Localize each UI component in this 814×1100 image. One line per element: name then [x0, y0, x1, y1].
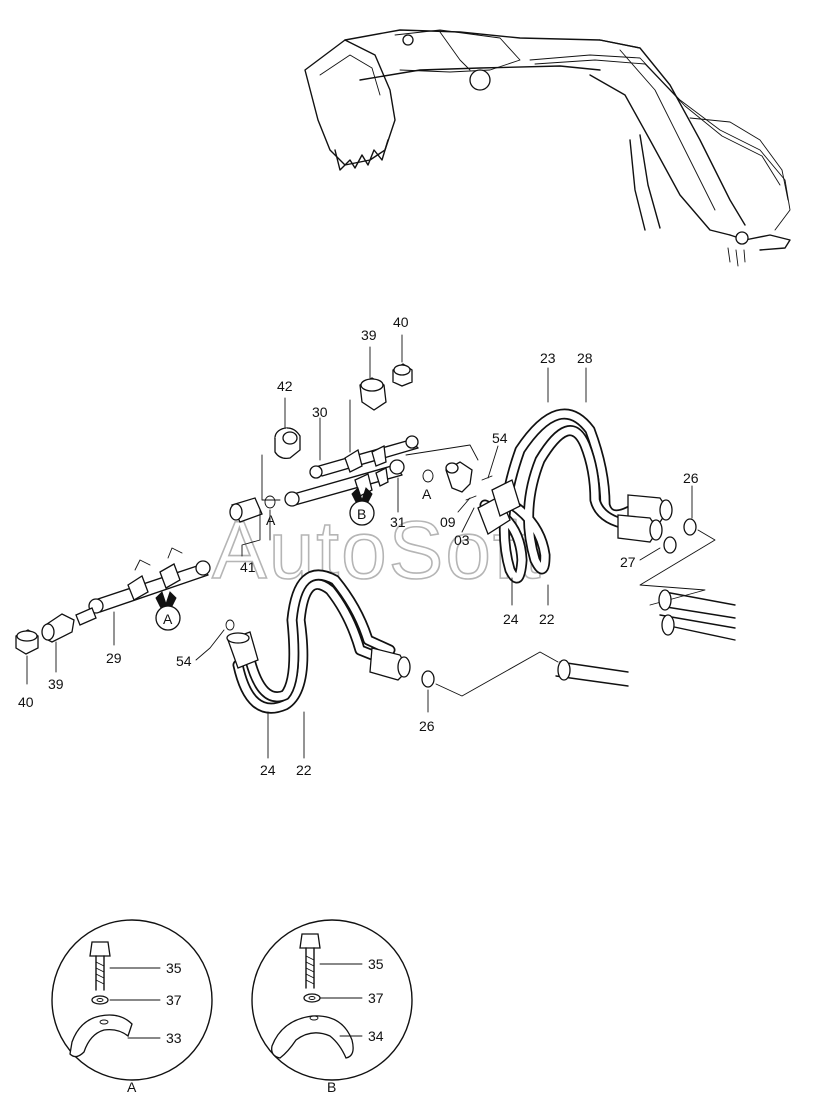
- label-24-lower: 24: [260, 762, 276, 778]
- marker-a: A: [155, 591, 181, 631]
- upper-pipe-assembly: B: [229, 363, 493, 526]
- washer-27: [663, 536, 677, 554]
- clamp-a-lower: [127, 547, 183, 601]
- marker-a-label: A: [163, 611, 173, 627]
- detail-b: 35 37 34 B: [251, 919, 413, 1095]
- washer-26-lower: [421, 670, 435, 688]
- label-37-a: 37: [166, 992, 182, 1008]
- hose-end-fitting-lower-left: [226, 631, 259, 669]
- part-number-labels: 40 39 42 30 23 28 54 26 27 09 03 31 A A …: [18, 314, 699, 778]
- marker-b: B: [349, 487, 375, 526]
- part-40-plug-lower: [15, 629, 39, 655]
- label-37-b: 37: [368, 990, 384, 1006]
- washer-26-right: [683, 518, 697, 536]
- label-31: 31: [390, 514, 406, 530]
- label-39-lower: 39: [48, 676, 64, 692]
- label-26-lower: 26: [419, 718, 435, 734]
- label-40-lower: 40: [18, 694, 34, 710]
- hose-end-fitting-lower-right: [369, 647, 411, 681]
- detail-a: 35 37 33 A: [51, 919, 213, 1095]
- label-41: 41: [240, 559, 256, 575]
- part-40-plug-top: [392, 363, 413, 387]
- lower-hose-group: [225, 569, 629, 714]
- label-26-right: 26: [683, 470, 699, 486]
- label-23: 23: [540, 350, 556, 366]
- label-22-right: 22: [539, 611, 555, 627]
- label-35-b: 35: [368, 956, 384, 972]
- label-22-lower: 22: [296, 762, 312, 778]
- part-41-adapter: [229, 495, 276, 523]
- label-09: 09: [440, 514, 456, 530]
- right-hose-group: [477, 408, 736, 641]
- label-a-small-2: A: [422, 486, 432, 502]
- lower-pipe-assembly: A: [15, 547, 211, 655]
- boom-overview: [304, 29, 791, 267]
- label-29: 29: [106, 650, 122, 666]
- label-33: 33: [166, 1030, 182, 1046]
- label-03: 03: [454, 532, 470, 548]
- hose-end-fittings-right: [617, 494, 673, 543]
- detail-a-caption: A: [127, 1079, 137, 1095]
- detail-b-caption: B: [327, 1079, 336, 1095]
- part-42-nut: [274, 427, 301, 460]
- label-54-upper: 54: [492, 430, 508, 446]
- label-30: 30: [312, 404, 328, 420]
- label-54-lower: 54: [176, 653, 192, 669]
- clamp-b-upper: [344, 445, 387, 473]
- label-39-top: 39: [361, 327, 377, 343]
- label-28: 28: [577, 350, 593, 366]
- marker-b-label: B: [357, 506, 366, 522]
- label-24-right: 24: [503, 611, 519, 627]
- part-39-fitting-top: [359, 377, 387, 411]
- label-34: 34: [368, 1028, 384, 1044]
- part-09-elbow: [445, 461, 473, 493]
- leader-lines: [26, 334, 693, 759]
- label-a-small-1: A: [266, 512, 276, 528]
- label-35-a: 35: [166, 960, 182, 976]
- label-27: 27: [620, 554, 636, 570]
- label-40-top: 40: [393, 314, 409, 330]
- hose-end-fittings-left: [477, 479, 521, 535]
- label-42: 42: [277, 378, 293, 394]
- part-39-fitting-lower: [41, 607, 97, 643]
